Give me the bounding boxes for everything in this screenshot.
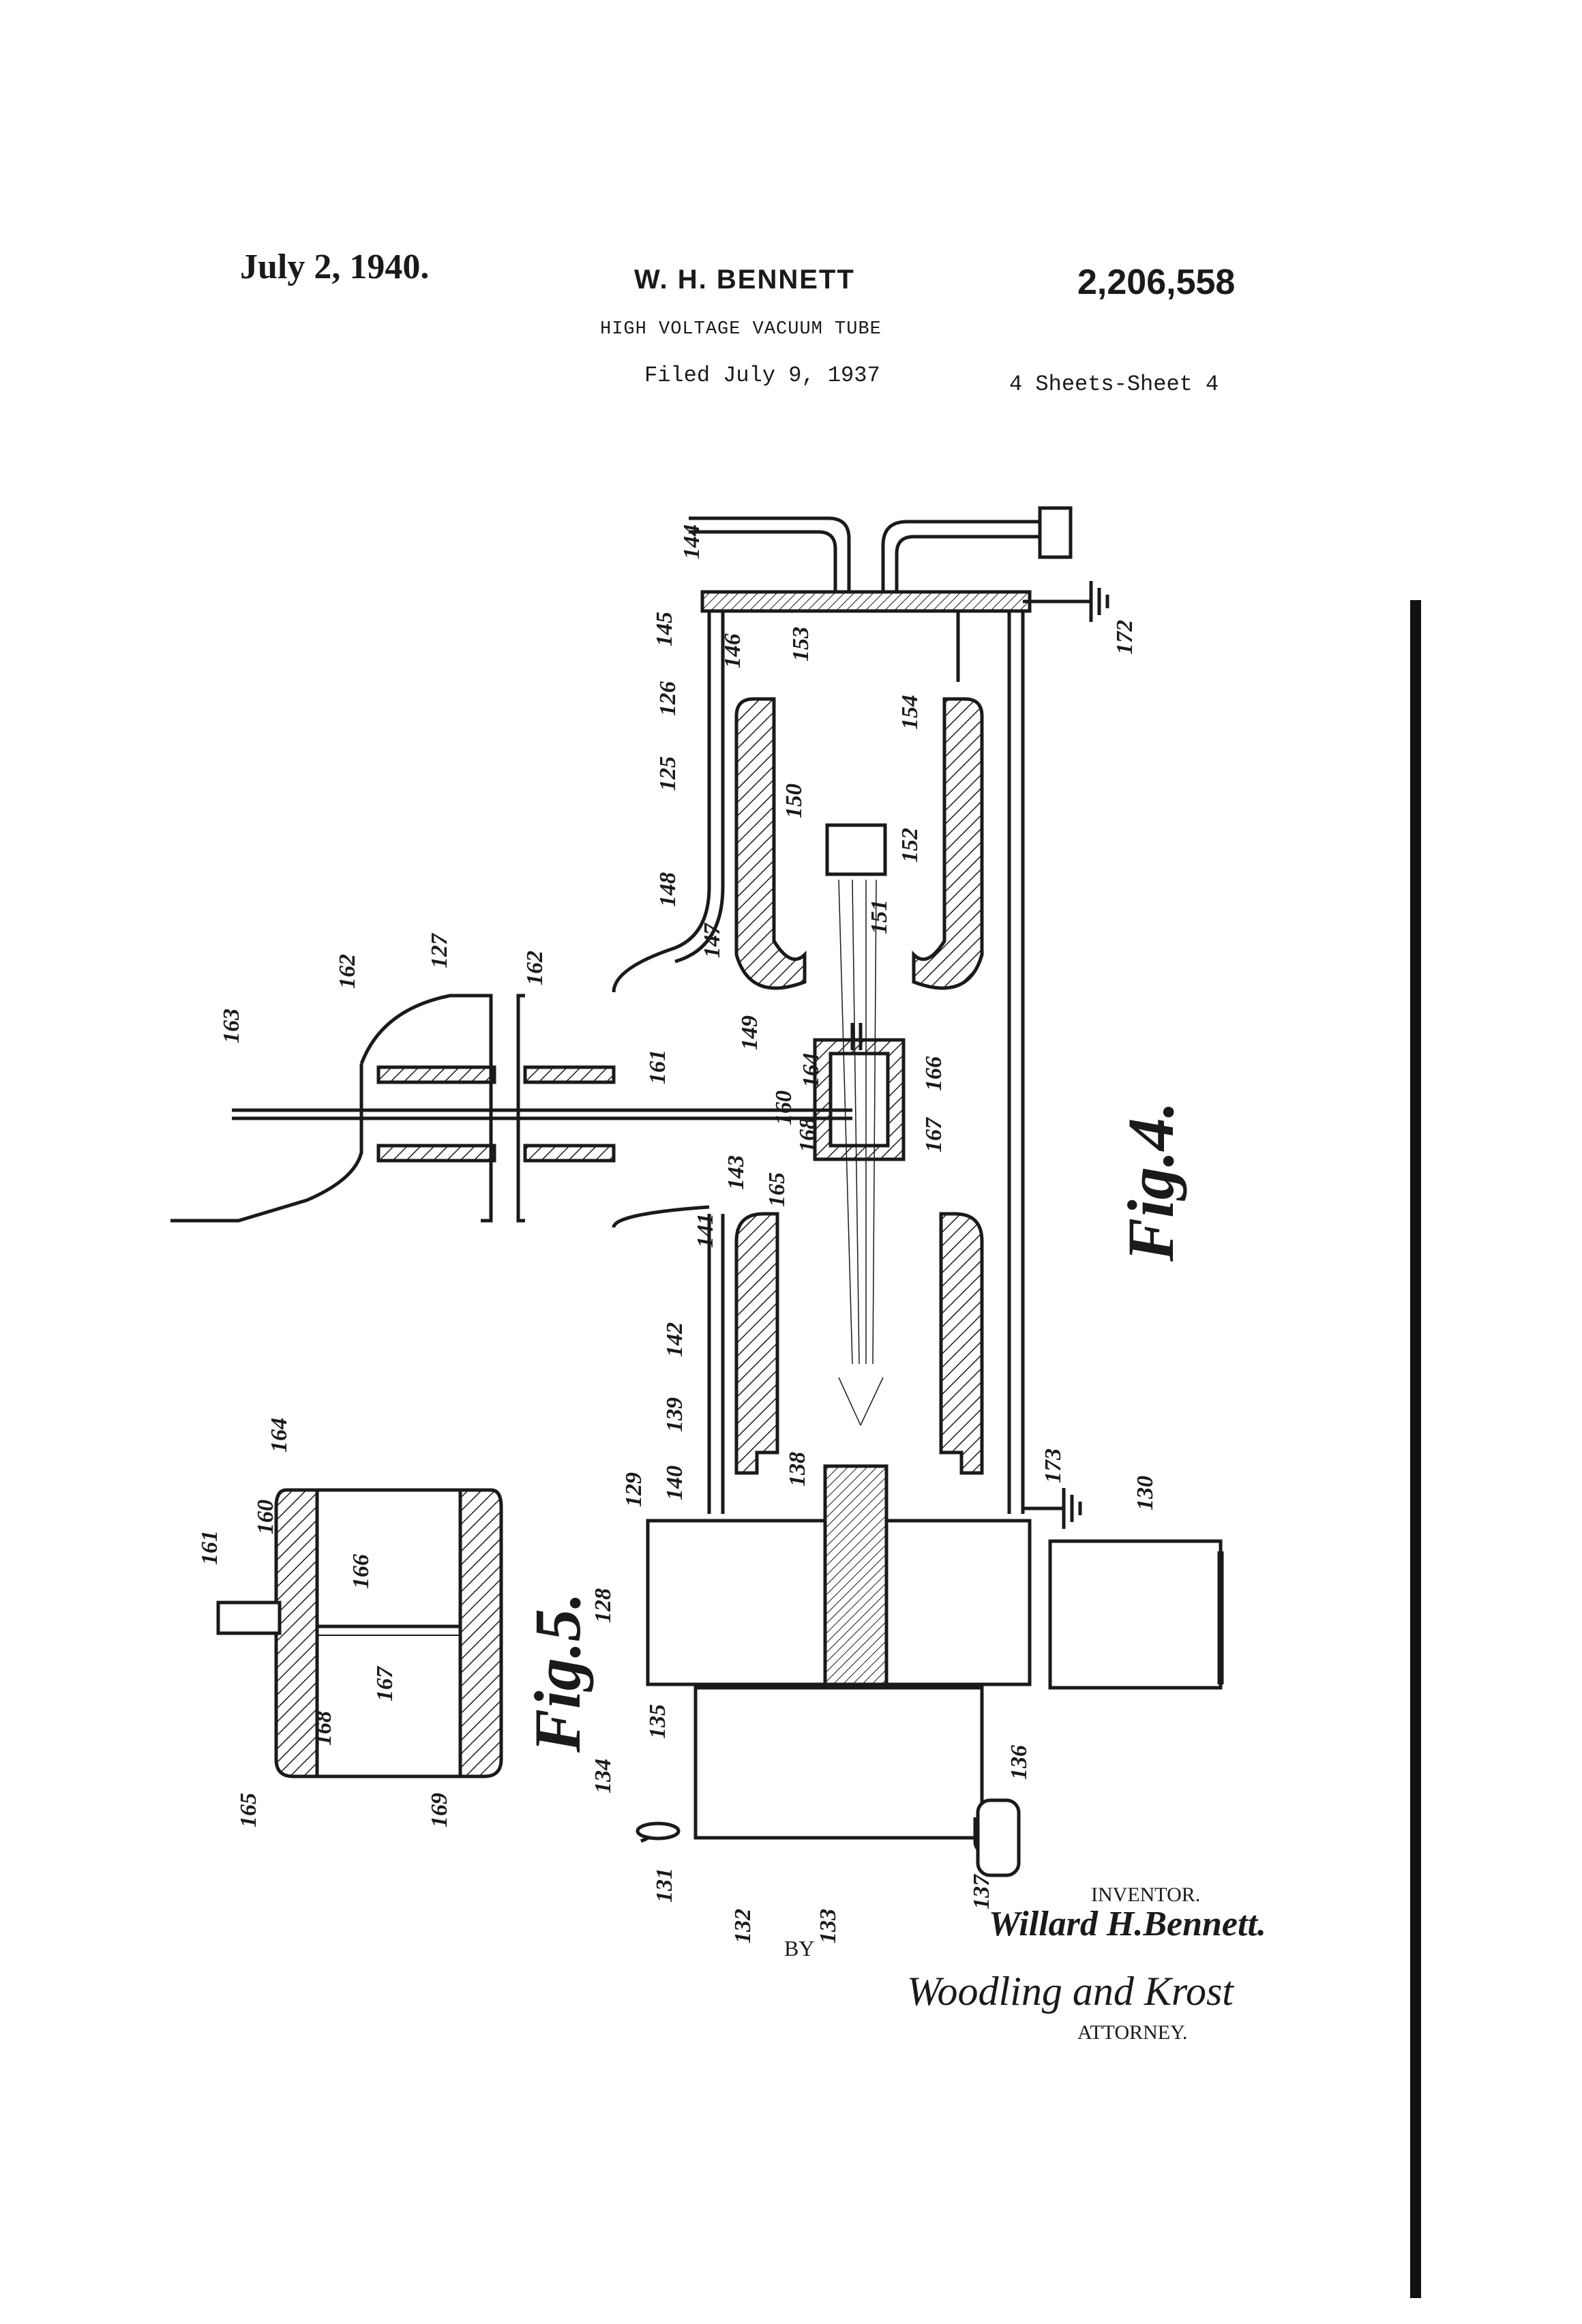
label-141: 141 — [693, 1213, 718, 1248]
label-fig5-168: 168 — [311, 1711, 336, 1746]
label-fig5-164: 164 — [267, 1418, 292, 1452]
label-fig5-165: 165 — [236, 1793, 261, 1828]
inventor-signature: Willard H.Bennett. — [989, 1905, 1266, 1943]
inventor-caption: INVENTOR. — [1091, 1883, 1200, 1906]
label-130: 130 — [1133, 1476, 1158, 1510]
label-125: 125 — [655, 756, 681, 791]
label-168: 168 — [795, 1118, 820, 1152]
label-162-right: 162 — [522, 951, 548, 985]
label-136: 136 — [1006, 1745, 1032, 1780]
label-135: 135 — [645, 1704, 670, 1739]
label-160: 160 — [771, 1090, 796, 1125]
label-132: 132 — [730, 1909, 756, 1943]
label-128: 128 — [591, 1588, 616, 1623]
label-fig5-169: 169 — [427, 1793, 452, 1828]
label-164: 164 — [799, 1053, 824, 1088]
label-145: 145 — [652, 612, 677, 646]
label-127: 127 — [427, 932, 452, 968]
label-154: 154 — [897, 695, 923, 730]
label-165: 165 — [764, 1172, 790, 1207]
label-fig5-160: 160 — [253, 1500, 278, 1534]
label-173: 173 — [1041, 1448, 1066, 1483]
label-143: 143 — [723, 1155, 749, 1190]
label-167: 167 — [921, 1116, 946, 1152]
label-142: 142 — [662, 1322, 687, 1357]
label-153: 153 — [788, 627, 814, 661]
label-151: 151 — [867, 899, 892, 934]
label-134: 134 — [591, 1759, 616, 1793]
by-label: BY — [784, 1936, 814, 1961]
label-fig5-161: 161 — [197, 1530, 222, 1565]
reference-labels: 144 145 146 126 125 148 147 149 153 150 … — [197, 524, 1158, 1943]
fig4-drawing — [170, 508, 1221, 1875]
label-161: 161 — [645, 1049, 670, 1084]
label-162-left: 162 — [335, 954, 360, 989]
label-126: 126 — [655, 681, 681, 716]
label-131: 131 — [652, 1868, 677, 1903]
label-147: 147 — [700, 922, 725, 958]
label-129: 129 — [621, 1472, 646, 1507]
page-border-bar — [1410, 600, 1421, 2298]
figure-5-label: Fig.5. — [521, 1592, 594, 1753]
label-172: 172 — [1112, 620, 1137, 655]
figure-4-label: Fig.4. — [1114, 1101, 1187, 1262]
label-140: 140 — [662, 1465, 687, 1500]
label-133: 133 — [816, 1909, 841, 1943]
label-148: 148 — [655, 872, 681, 907]
attorney-caption: ATTORNEY. — [1077, 2021, 1187, 2044]
label-144: 144 — [679, 524, 704, 559]
attorney-signature: Woodling and Krost — [907, 1969, 1234, 2014]
label-138: 138 — [785, 1452, 810, 1487]
label-139: 139 — [662, 1397, 687, 1432]
label-150: 150 — [781, 784, 807, 818]
label-166: 166 — [921, 1056, 946, 1091]
label-fig5-167: 167 — [372, 1665, 398, 1701]
label-149: 149 — [737, 1015, 762, 1050]
label-fig5-166: 166 — [348, 1554, 374, 1589]
label-152: 152 — [897, 828, 923, 863]
label-163: 163 — [219, 1009, 244, 1043]
label-146: 146 — [720, 634, 745, 668]
